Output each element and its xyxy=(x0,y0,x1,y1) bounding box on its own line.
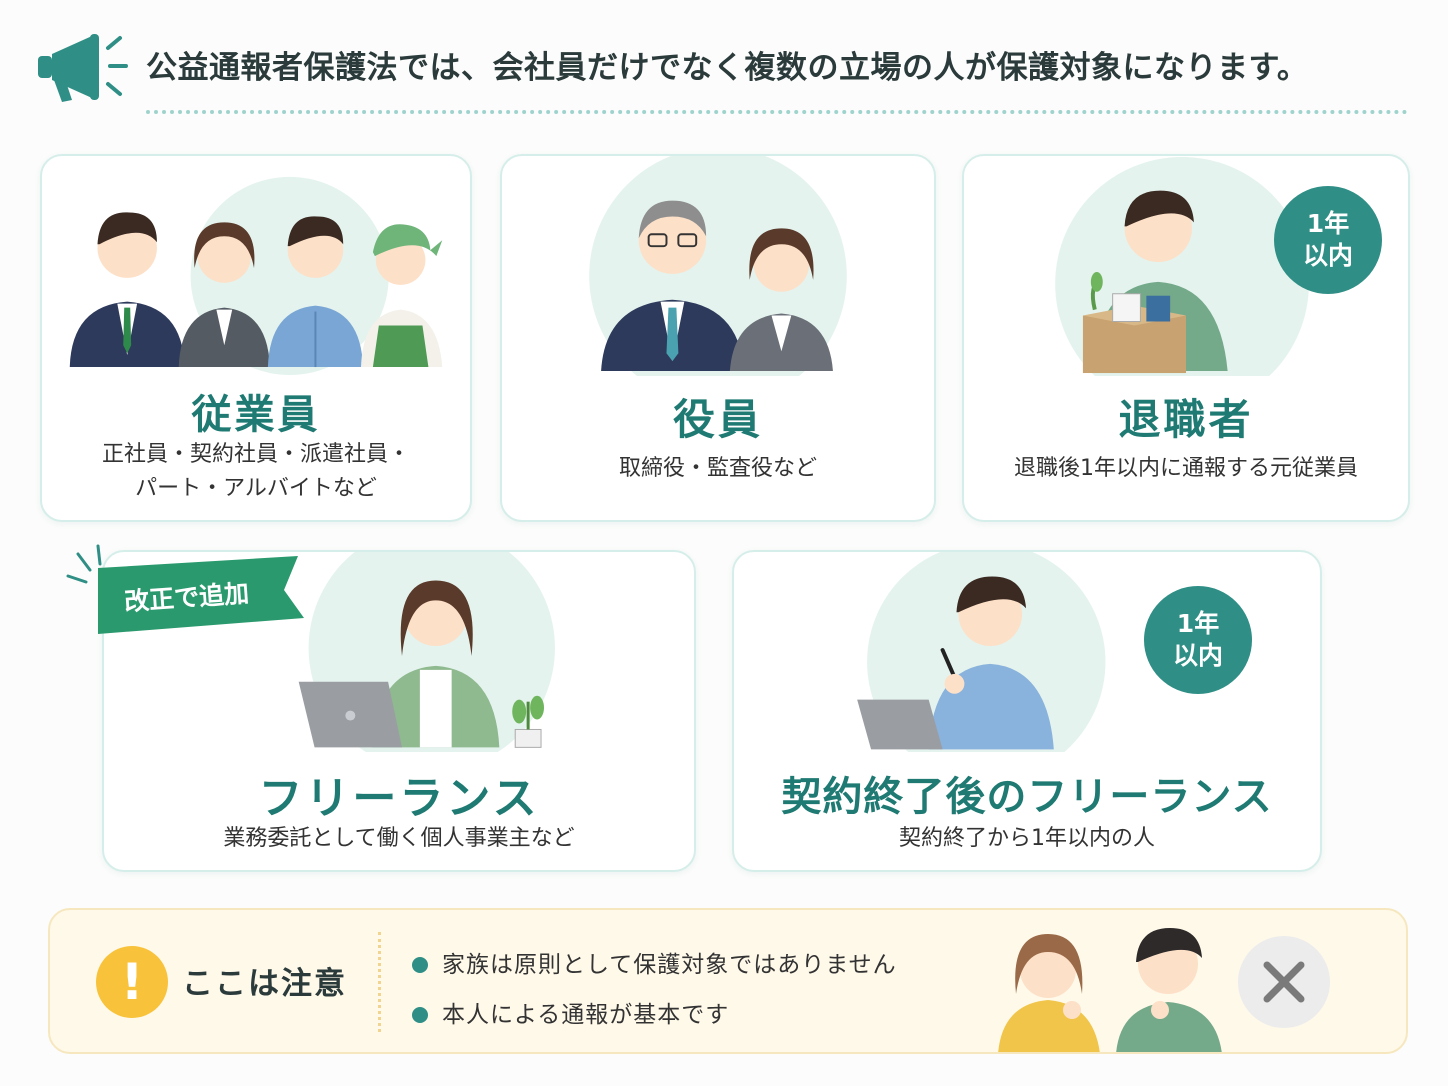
megaphone-icon xyxy=(38,34,128,102)
bullet-icon xyxy=(412,1007,428,1023)
ribbon-badge xyxy=(66,544,304,634)
card-description: 契約終了から1年以内の人 xyxy=(899,826,1155,851)
badge-line: 以内 xyxy=(1172,641,1223,670)
card-former-freelance: 1年 以内 契約終了後のフリーランス 契約終了から1年以内の人 xyxy=(732,550,1322,872)
card-description-line: パート・アルバイトなど xyxy=(135,476,377,501)
card-title: フリーランス xyxy=(258,773,540,824)
freelance-illustration xyxy=(298,552,555,752)
family-illustration xyxy=(998,928,1222,1052)
notice-box: ! ここは注意 家族は原則として保護対象ではありません 本人による通報が基本です xyxy=(48,908,1408,1054)
card-description: 取締役・監査役など xyxy=(618,456,817,481)
list-item: 家族は原則として保護対象ではありません xyxy=(412,940,897,990)
card-description: 業務委託として働く個人事業主など xyxy=(223,826,575,851)
badge-line: 1年 xyxy=(1176,609,1220,638)
card-title: 退職者 xyxy=(1118,395,1254,444)
card-title: 役員 xyxy=(672,395,763,444)
notice-divider xyxy=(378,932,381,1032)
officer-illustration xyxy=(589,156,847,376)
list-item-text: 本人による通報が基本です xyxy=(442,1002,730,1028)
retiree-illustration xyxy=(1055,157,1309,376)
notice-list: 家族は原則として保護対象ではありません 本人による通報が基本です xyxy=(412,940,897,1040)
bullet-icon xyxy=(412,957,428,973)
notice-title: ここは注意 xyxy=(182,966,347,1002)
card-title: 契約終了後のフリーランス xyxy=(781,774,1273,820)
card-employee: 従業員 正社員・契約社員・派遣社員・ パート・アルバイトなど xyxy=(40,154,472,522)
card-description: 正社員・契約社員・派遣社員・ パート・アルバイトなど xyxy=(42,438,470,506)
card-title: 従業員 xyxy=(191,392,321,438)
list-item-text: 家族は原則として保護対象ではありません xyxy=(442,952,897,978)
card-officer: 役員 取締役・監査役など xyxy=(500,154,936,522)
exclamation-icon: ! xyxy=(96,946,168,1018)
former-freelance-illustration xyxy=(857,552,1106,752)
x-mark-glyph xyxy=(1263,961,1305,1003)
list-item: 本人による通報が基本です xyxy=(412,990,897,1040)
card-description: 退職後1年以内に通報する元従業員 xyxy=(1014,456,1358,481)
card-retiree: 1年 以内 退職者 退職後1年以内に通報する元従業員 xyxy=(962,154,1410,522)
page-header: 公益通報者保護法では、会社員だけでなく複数の立場の人が保護対象になります。 xyxy=(30,26,1420,118)
badge-line: 1年 xyxy=(1306,209,1350,238)
page-title: 公益通報者保護法では、会社員だけでなく複数の立場の人が保護対象になります。 xyxy=(146,50,1309,86)
period-badge: 1年 以内 xyxy=(1274,186,1382,294)
x-mark-icon xyxy=(1238,936,1330,1028)
badge-line: 以内 xyxy=(1302,241,1353,270)
period-badge: 1年 以内 xyxy=(1144,586,1252,694)
card-description-line: 正社員・契約社員・派遣社員・ xyxy=(101,442,410,467)
employee-group-illustration xyxy=(69,176,443,375)
header-divider xyxy=(146,110,1408,114)
